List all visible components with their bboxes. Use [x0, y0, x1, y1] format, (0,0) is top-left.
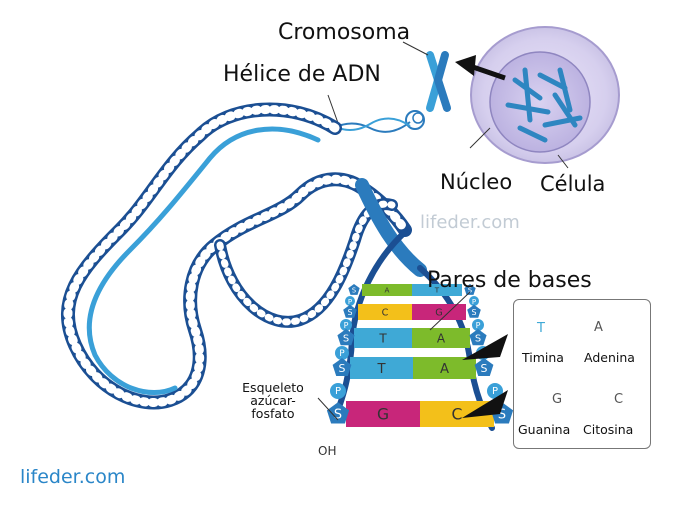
chromosome-leader [402, 41, 429, 56]
phosphate-left-letter: P [348, 298, 352, 306]
sugar-right [464, 284, 476, 295]
phosphate-left-letter: P [339, 349, 345, 359]
base-right [412, 328, 470, 348]
phosphate-left-letter: P [335, 386, 341, 397]
sugar-left-letter: S [339, 362, 346, 375]
arrow-cell-to-chromosome [469, 63, 506, 81]
backbone-label: Esqueleto azúcar- fosfato [231, 381, 315, 420]
cell-label: Célula [540, 172, 606, 196]
base-right [413, 357, 476, 379]
arrow-head [455, 55, 476, 76]
cell-illustration [469, 26, 620, 169]
base-left [358, 304, 412, 320]
watermark-bottom: lifeder.com [20, 466, 126, 488]
backbone-label-line1: Esqueleto [242, 380, 304, 395]
base-right-letter: A [440, 362, 449, 377]
arrow-to-legend-bottom [462, 390, 508, 418]
backbone-label-line2: azúcar- [250, 393, 296, 408]
base-right-letter: T [434, 286, 440, 295]
chromosome [405, 51, 451, 130]
phosphate-right-letter: P [472, 298, 476, 306]
watermark-top: lifeder.com [420, 212, 520, 233]
phosphate-left [335, 346, 349, 360]
sugar-right [474, 358, 494, 376]
phosphate-left [330, 383, 346, 399]
guanine-label: Guanina [518, 422, 571, 437]
sugar-right-letter: S [471, 308, 476, 317]
phosphate-left-letter: P [344, 321, 349, 330]
coiled-helix [60, 102, 427, 410]
base-left [346, 401, 420, 427]
phosphate-left [340, 319, 352, 331]
thymine-label: Timina [522, 350, 564, 365]
phosphate-right [487, 383, 503, 399]
base-pairs-leader [429, 291, 471, 331]
backbone-leader [317, 397, 339, 421]
sugar-left-letter: S [343, 334, 349, 345]
sugar-left [326, 402, 350, 424]
helix-leader [327, 94, 339, 124]
legend-t-letter: T [537, 321, 545, 336]
sugar-left-letter: S [347, 308, 352, 317]
sugar-right-letter: S [468, 286, 472, 294]
dna-helix-label: Hélice de ADN [223, 62, 381, 87]
cell-leader [557, 154, 569, 169]
sugar-left-letter: S [352, 286, 356, 294]
phosphate-right [472, 319, 484, 331]
base-left [362, 284, 412, 296]
thin-helix [329, 117, 411, 133]
phosphate-right-letter: P [476, 321, 481, 330]
oh-label: OH [318, 444, 337, 458]
sugar-right [467, 304, 481, 318]
sugar-left [348, 284, 360, 295]
nucleus-label: Núcleo [440, 170, 513, 194]
base-left [354, 328, 412, 348]
sugar-right-letter: S [481, 362, 488, 375]
sugar-left [332, 358, 352, 376]
chromosome-label: Cromosoma [278, 20, 411, 45]
cytosine-label: Citosina [583, 422, 634, 437]
legend-a-letter: A [594, 320, 603, 335]
phosphate-right-letter: P [492, 386, 498, 397]
base-left-letter: G [377, 406, 389, 424]
base-left [350, 357, 413, 379]
base-left-letter: T [376, 362, 386, 377]
sugar-right [469, 329, 487, 346]
legend-g-letter: G [552, 392, 563, 407]
nucleus-leader [469, 127, 491, 149]
base-left-letter: C [382, 307, 389, 318]
sugar-left [343, 304, 357, 318]
base-right [412, 284, 462, 296]
base-right-letter: G [435, 307, 442, 318]
phosphate-left [345, 296, 355, 306]
sugar-right-letter: S [475, 334, 481, 345]
arrow-to-legend-top [462, 334, 508, 360]
adenine-label: Adenina [584, 350, 635, 365]
phosphate-right [469, 296, 479, 306]
base-left-letter: A [385, 286, 390, 295]
sugar-left-letter: S [334, 408, 342, 423]
sugar-right-letter: S [498, 408, 506, 423]
base-pairs-label: Pares de bases [427, 268, 592, 293]
cell-chromosomes [505, 67, 583, 143]
base-right-letter: A [437, 331, 446, 345]
nucleus [489, 51, 591, 153]
base-left-letter: T [378, 331, 387, 345]
base-right-letter: C [452, 406, 463, 424]
sugar-left [337, 329, 355, 346]
base-pair-ladder: ATSSPPCGSSPPTASSPPTASSPPGCSS [326, 284, 514, 427]
bases-legend [513, 299, 651, 449]
backbone-label-line3: fosfato [251, 406, 295, 421]
legend-c-letter: C [614, 392, 624, 407]
